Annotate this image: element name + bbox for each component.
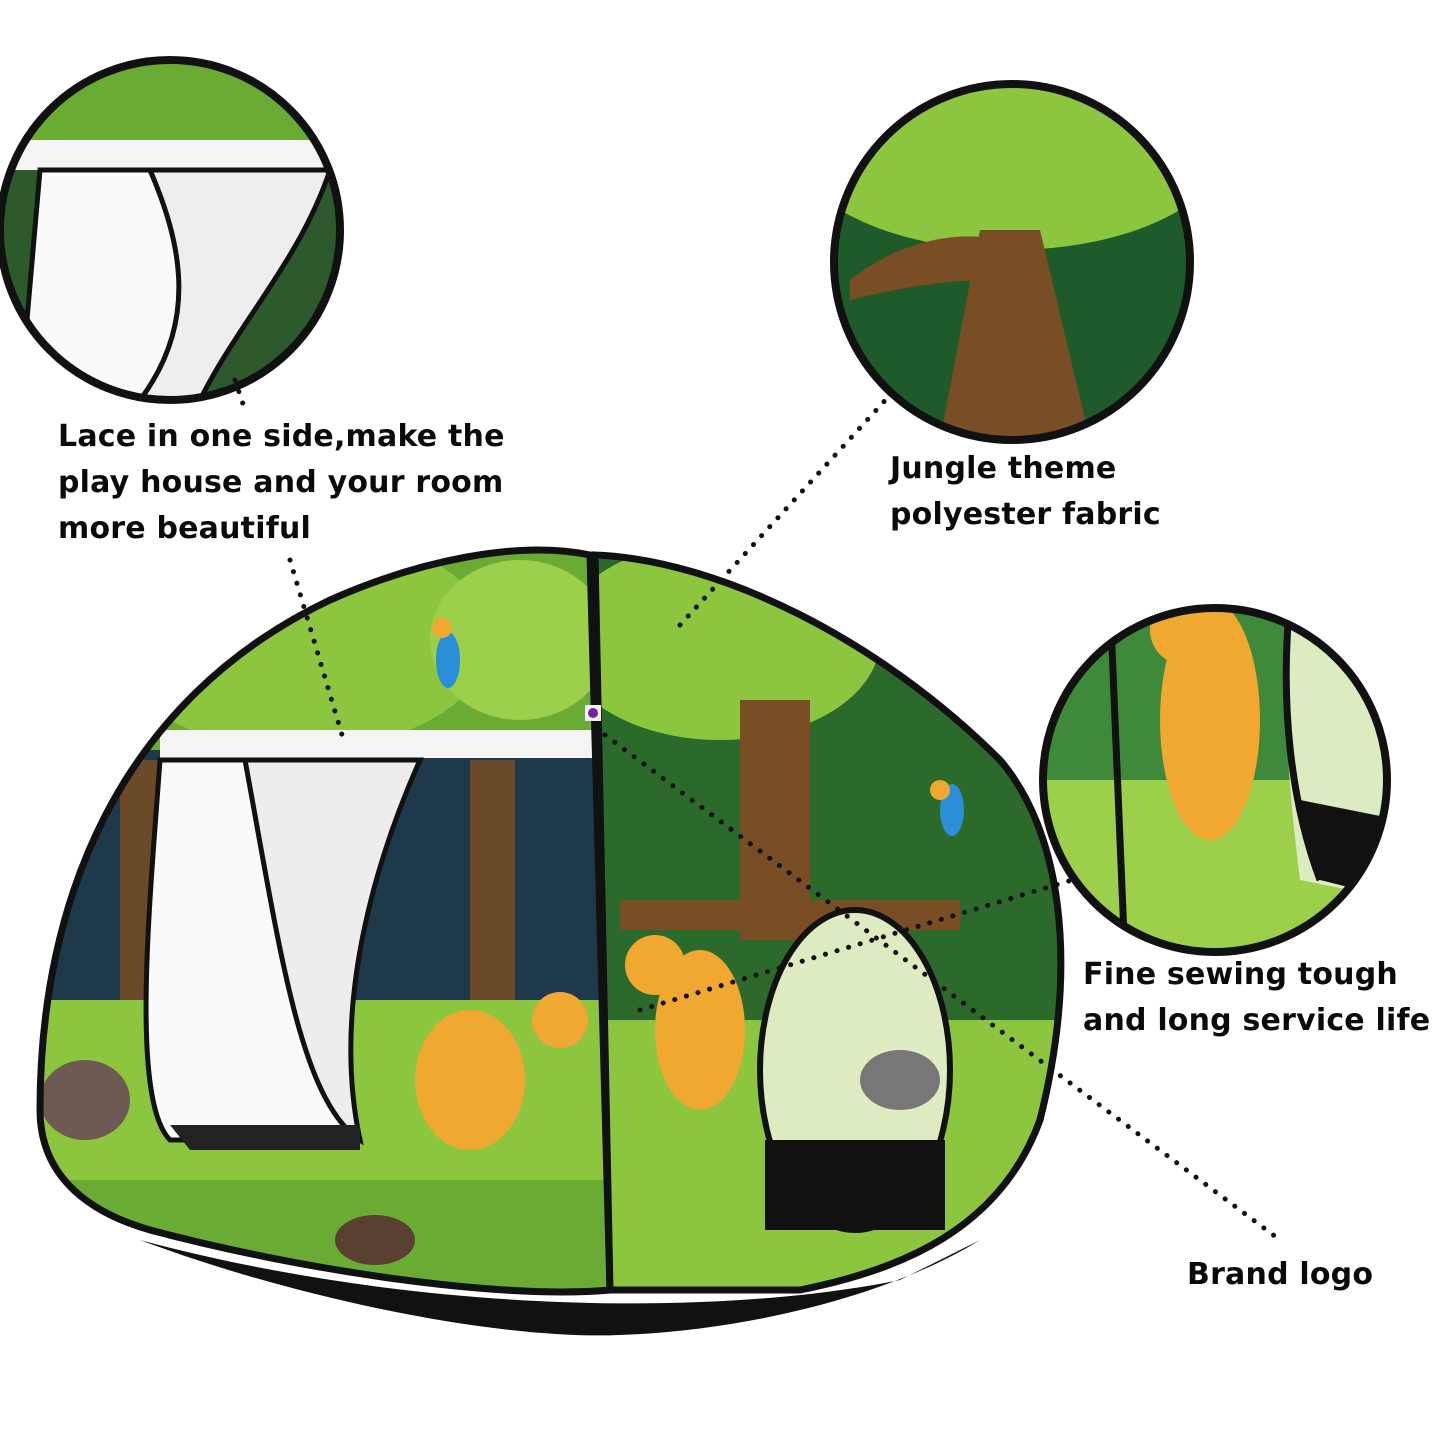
callout-lace-line-1: Lace in one side,make the <box>58 419 505 454</box>
callout-brand-logo-line-1: Brand logo <box>1187 1257 1374 1292</box>
callout-lace-line-2: play house and your room <box>58 465 504 500</box>
callout-sewing: Fine sewing tough and long service life <box>1083 952 1430 1044</box>
tent-left-panel <box>40 550 610 1292</box>
tent-shadow <box>140 1240 980 1336</box>
callout-fabric-line-2: polyester fabric <box>890 497 1161 532</box>
callout-lace: Lace in one side,make the play house and… <box>58 414 505 552</box>
callout-brand-logo: Brand logo <box>1187 1252 1373 1298</box>
callout-sewing-line-1: Fine sewing tough <box>1083 957 1398 992</box>
lace-detail-circle <box>0 60 340 400</box>
callout-sewing-line-2: and long service life <box>1083 1003 1431 1038</box>
tent-right-panel <box>595 555 1061 1290</box>
leader-lines <box>232 377 1283 1243</box>
callout-fabric-line-1: Jungle theme <box>890 451 1117 486</box>
callout-fabric: Jungle theme polyester fabric <box>890 446 1161 538</box>
fabric-detail-circle <box>834 84 1190 440</box>
callout-lace-line-3: more beautiful <box>58 511 311 546</box>
